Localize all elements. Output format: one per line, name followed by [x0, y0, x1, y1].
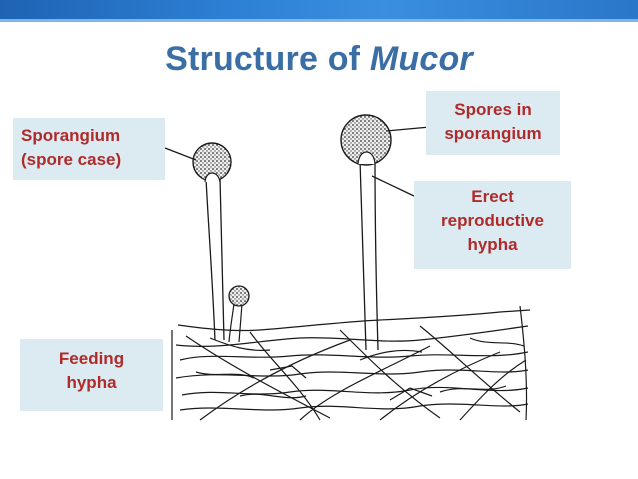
title-main: Structure of: [165, 40, 370, 78]
label-feeding-line1: Feeding: [58, 349, 125, 368]
slide-title: Structure of Mucor: [0, 40, 638, 79]
label-sporangium-line2: (spore case): [21, 150, 122, 169]
label-spores-line1: Spores in: [454, 100, 532, 119]
pointer-lines: [164, 126, 431, 197]
title-italic: Mucor: [369, 40, 473, 78]
label-erect-line1: Erect: [471, 187, 514, 206]
label-spores: Spores in sporangium: [426, 91, 560, 155]
sporangiophore-small: [228, 285, 250, 343]
pointer-spores: [385, 126, 431, 132]
label-feeding-line2: hypha: [66, 373, 117, 392]
columella-left: [204, 172, 221, 183]
label-erect-hypha: Erect reproductive hypha: [414, 181, 571, 269]
sporangiophore-right: [340, 114, 392, 351]
label-sporangium: Sporangium (spore case): [13, 118, 165, 180]
pointer-erect: [371, 175, 415, 197]
columella-right: [357, 151, 376, 165]
label-erect-line3: hypha: [467, 235, 518, 254]
pointer-sporangium: [164, 147, 197, 161]
label-spores-line2: sporangium: [444, 124, 542, 143]
label-sporangium-line1: Sporangium: [21, 126, 121, 145]
sporangiophore-left: [192, 142, 232, 341]
sporangium-right: [340, 114, 392, 166]
label-erect-line2: reproductive: [441, 211, 544, 230]
top-banner: [0, 0, 638, 22]
sporangium-small: [228, 285, 250, 307]
mycelium-substrate: [171, 305, 531, 421]
label-feeding-hypha: Feeding hypha: [20, 339, 163, 411]
